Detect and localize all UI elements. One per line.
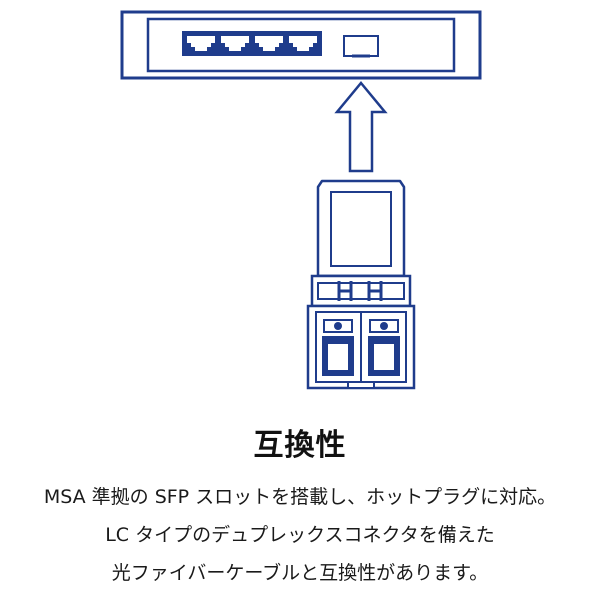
sfp-latch	[310, 274, 412, 308]
lc-port-left	[322, 319, 354, 376]
description-line-3: 光ファイバーケーブルと互換性があります。	[111, 562, 489, 584]
lc-port-right	[368, 319, 400, 376]
insert-arrow	[334, 81, 388, 173]
network-switch	[120, 10, 482, 80]
rj45-port-group	[182, 31, 322, 56]
description-line-2: LC タイプのデュプレックスコネクタを備えた	[105, 524, 495, 546]
compatibility-diagram	[120, 10, 482, 390]
sfp-transceiver-module	[306, 179, 416, 390]
rj45-port-1	[187, 36, 215, 51]
rj45-port-3	[255, 36, 283, 51]
rj45-port-2	[221, 36, 249, 51]
lc-duplex-connector	[306, 304, 416, 390]
section-heading: 互換性	[253, 428, 347, 463]
description-line-1: MSA 準拠の SFP スロットを搭載し、ホットプラグに対応。	[43, 486, 557, 508]
rj45-port-4	[289, 36, 317, 51]
sfp-slot	[343, 35, 379, 58]
sfp-module-top-panel	[330, 191, 392, 267]
